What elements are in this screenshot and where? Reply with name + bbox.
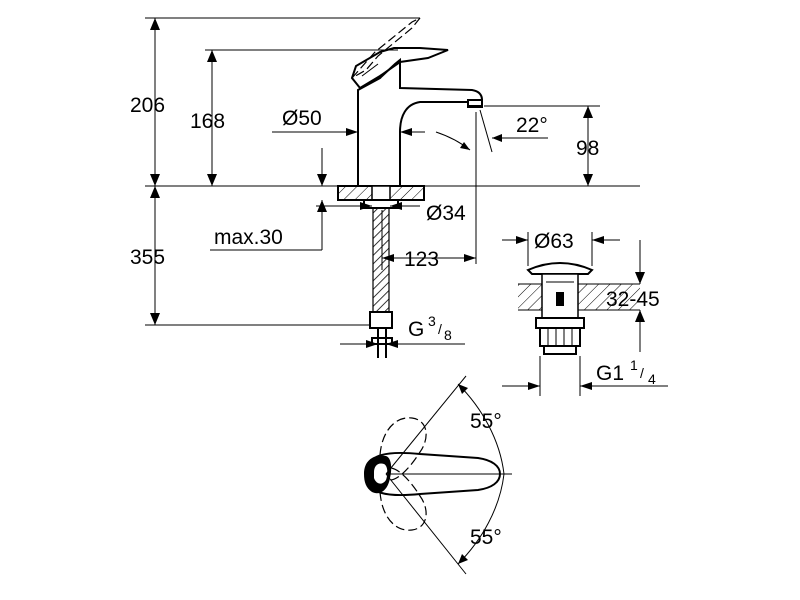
waste-diameter-label: Ø63 <box>534 230 574 253</box>
waste-range-label: 32-45 <box>606 288 660 311</box>
waste-thread-slash: / <box>640 365 644 381</box>
waste-thread-numerator: 1 <box>630 357 638 373</box>
spout-height-label: 168 <box>190 110 225 133</box>
waste-thread-denominator: 4 <box>648 371 656 387</box>
total-height-label: 206 <box>130 94 165 117</box>
lever-top-view <box>364 375 512 575</box>
connection-thread-label: G <box>408 318 424 341</box>
connection-thread-denominator: 8 <box>444 327 452 343</box>
connection-thread-slash: / <box>438 321 442 337</box>
waste-thread-label: G1 <box>596 362 624 385</box>
lever-angle-bottom-label: 55° <box>470 526 502 549</box>
pipe-length-label: 355 <box>130 246 165 269</box>
connection-thread-numerator: 3 <box>428 313 436 329</box>
hole-diameter-label: Ø34 <box>426 202 466 225</box>
projection-label: 123 <box>404 248 439 271</box>
body-diameter-label: Ø50 <box>282 107 322 130</box>
spout-angle-label: 22° <box>516 114 548 137</box>
waste-fitting <box>502 232 668 396</box>
outlet-height-label: 98 <box>576 137 599 160</box>
max-thickness-label: max.30 <box>214 226 283 249</box>
faucet-side-view <box>145 17 640 358</box>
lever-angle-top-label: 55° <box>470 410 502 433</box>
dimension-lines <box>145 17 600 348</box>
